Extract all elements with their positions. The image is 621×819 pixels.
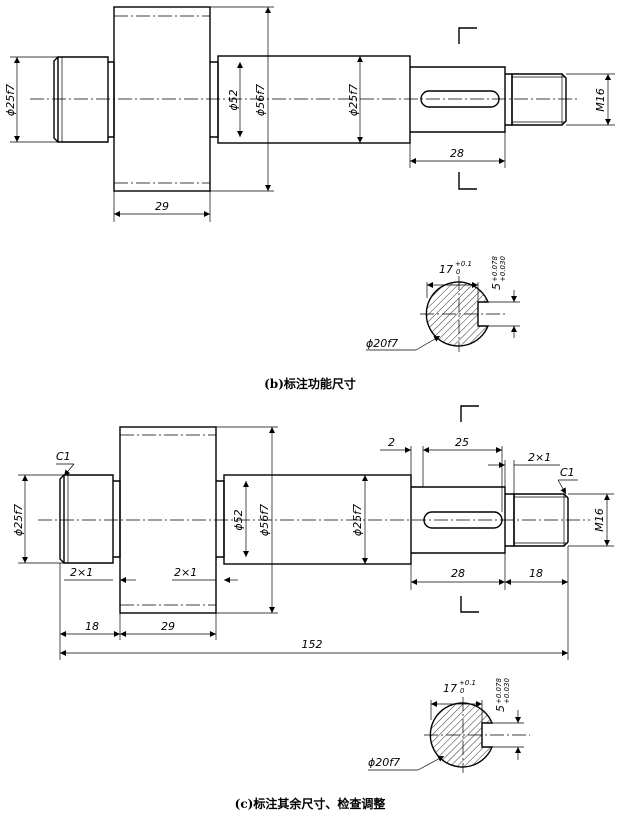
label-section-width-b: 17 — [439, 263, 453, 276]
label-d-left-b: ϕ25f7 — [4, 84, 17, 116]
label-len-collar-c: 29 — [161, 620, 175, 633]
middle-shaft-b — [217, 55, 411, 144]
label-dim-2-c: 2 — [388, 436, 395, 449]
label-thread-b: M16 — [594, 88, 607, 112]
svg-text:+0.078: +0.078 — [495, 678, 503, 704]
label-d-collar-inner-b: ϕ52 — [227, 89, 240, 110]
section-circle-b — [425, 281, 490, 347]
label-thread-c: M16 — [593, 508, 606, 532]
label-len-thread-c: 18 — [529, 567, 543, 580]
label-groove-right-c: 2×1 — [528, 451, 551, 464]
label-section-key-c: 5 — [494, 705, 507, 712]
section-view-c: 17 +0.1 0 5 +0.078 +0.030 ϕ20f7 — [368, 678, 530, 773]
label-chamfer-right-c: C1 — [560, 466, 575, 479]
label-d-collar-inner-c: ϕ52 — [232, 509, 245, 530]
collar-c — [119, 426, 217, 614]
label-len-keyway-b: 28 — [450, 147, 464, 160]
label-dim-25-c: 25 — [455, 436, 469, 449]
svg-text:+0.1: +0.1 — [459, 679, 476, 687]
section-circle-c — [429, 702, 494, 768]
label-len-collar-b: 29 — [155, 200, 169, 213]
collar-b — [113, 6, 211, 192]
thread-b — [511, 73, 567, 126]
middle-shaft-c — [223, 474, 412, 565]
label-groove-mid-c: 2×1 — [174, 566, 197, 579]
svg-text:0: 0 — [460, 687, 465, 695]
label-d-shaft-b: ϕ25f7 — [347, 84, 360, 116]
label-groove-left-c: 2×1 — [70, 566, 93, 579]
label-section-dia-b: ϕ20f7 — [366, 337, 398, 350]
svg-text:+0.030: +0.030 — [499, 256, 507, 282]
label-section-key-b: 5 — [490, 283, 503, 290]
left-journal-c — [59, 474, 114, 564]
label-d-left-c: ϕ25f7 — [12, 504, 25, 536]
keyway-shaft-b — [410, 66, 506, 133]
keyway-slot-b — [420, 90, 500, 108]
keyway-shaft-c — [411, 486, 506, 554]
label-len-left-c: 18 — [85, 620, 99, 633]
keyway-slot-c — [423, 511, 503, 529]
caption-b: (b)标注功能尺寸 — [264, 376, 356, 391]
left-journal-b — [53, 56, 109, 143]
shaft-drawing-b: ϕ25f7 ϕ52 ϕ56f7 ϕ25f7 M16 28 29 — [4, 6, 615, 222]
label-d-collar-outer-c: ϕ56f7 — [258, 504, 271, 536]
label-len-keyway-c: 28 — [451, 567, 465, 580]
svg-text:0: 0 — [456, 268, 461, 276]
label-section-dia-c: ϕ20f7 — [368, 756, 400, 769]
label-d-shaft-c: ϕ25f7 — [351, 504, 364, 536]
section-view-b: 17 +0.1 0 5 +0.078 +0.030 ϕ20f7 — [366, 256, 520, 352]
label-chamfer-left-c: C1 — [56, 450, 71, 463]
shaft-drawing-c: C1 C1 ϕ25f7 ϕ52 ϕ56f7 ϕ25f7 M16 2 25 — [12, 405, 614, 660]
label-d-collar-outer-b: ϕ56f7 — [254, 84, 267, 116]
svg-text:+0.1: +0.1 — [455, 260, 472, 268]
label-len-total-c: 152 — [302, 638, 323, 651]
svg-text:+0.078: +0.078 — [491, 256, 499, 282]
label-section-width-c: 17 — [443, 682, 457, 695]
caption-c: (c)标注其余尺寸、检查调整 — [235, 796, 386, 811]
svg-text:+0.030: +0.030 — [503, 678, 511, 704]
